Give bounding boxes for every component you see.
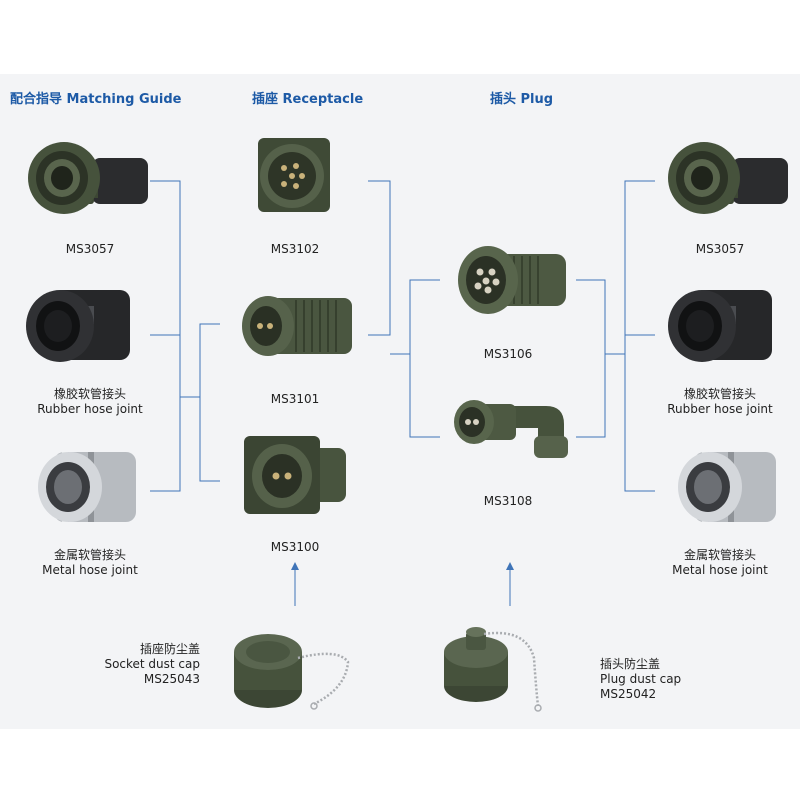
label-ms3106: MS3106: [483, 347, 533, 361]
label-ms3057-right: MS3057: [695, 242, 745, 256]
rubber-hose-joint-image-right: [668, 290, 772, 362]
socket-dust-cap-image: [234, 634, 350, 710]
label-ms3101: MS3101: [270, 392, 320, 406]
label-rubber-hose-joint-left: 橡胶软管接头 Rubber hose joint: [20, 387, 160, 417]
socket-cap-cn: 插座防尘盖: [139, 642, 200, 656]
ms3102-receptacle-image: [258, 138, 330, 212]
plug-dust-cap-image: [444, 627, 542, 712]
label-ms3108: MS3108: [483, 494, 533, 508]
plug-cap-en: Plug dust cap: [600, 672, 682, 686]
label-metal-hose-joint-right: 金属软管接头 Metal hose joint: [650, 548, 790, 578]
label-socket-dust-cap: 插座防尘盖 Socket dust cap MS25043: [70, 642, 200, 687]
label-rubber-hose-joint-right: 橡胶软管接头 Rubber hose joint: [650, 387, 790, 417]
ms3106-plug-image: [458, 246, 566, 314]
ms3057-clamp-image-right: [668, 142, 788, 214]
label-metal-hose-joint-left: 金属软管接头 Metal hose joint: [20, 548, 160, 578]
socket-cap-part: MS25043: [143, 672, 200, 686]
header-receptacle: 插座 Receptacle: [252, 92, 364, 107]
label-rubber-hose-joint-left-en: Rubber hose joint: [37, 402, 143, 416]
metal-hose-joint-image-left: [38, 452, 136, 522]
label-ms3057-left: MS3057: [65, 242, 115, 256]
ms3057-clamp-image-left: [28, 142, 148, 214]
ms3108-plug-image: [454, 400, 568, 458]
label-rubber-hose-joint-right-en: Rubber hose joint: [667, 402, 773, 416]
label-ms3102: MS3102: [270, 242, 320, 256]
ms3101-receptacle-image: [242, 296, 352, 356]
label-ms3100: MS3100: [270, 540, 320, 554]
plug-cap-part: MS25042: [600, 687, 657, 701]
plug-cap-cn: 插头防尘盖: [600, 657, 661, 671]
header-plug: 插头 Plug: [490, 92, 554, 107]
label-rubber-hose-joint-right-cn: 橡胶软管接头: [683, 387, 756, 401]
label-metal-hose-joint-right-cn: 金属软管接头: [683, 548, 756, 562]
label-rubber-hose-joint-left-cn: 橡胶软管接头: [53, 387, 126, 401]
label-metal-hose-joint-right-en: Metal hose joint: [672, 563, 768, 577]
label-plug-dust-cap: 插头防尘盖 Plug dust cap MS25042: [600, 657, 730, 702]
header-matching-guide: 配合指导 Matching Guide: [10, 92, 182, 107]
label-metal-hose-joint-left-en: Metal hose joint: [42, 563, 138, 577]
label-metal-hose-joint-left-cn: 金属软管接头: [53, 548, 126, 562]
metal-hose-joint-image-right: [678, 452, 776, 522]
rubber-hose-joint-image-left: [26, 290, 130, 362]
socket-cap-en: Socket dust cap: [104, 657, 200, 671]
ms3100-receptacle-image: [244, 436, 346, 514]
